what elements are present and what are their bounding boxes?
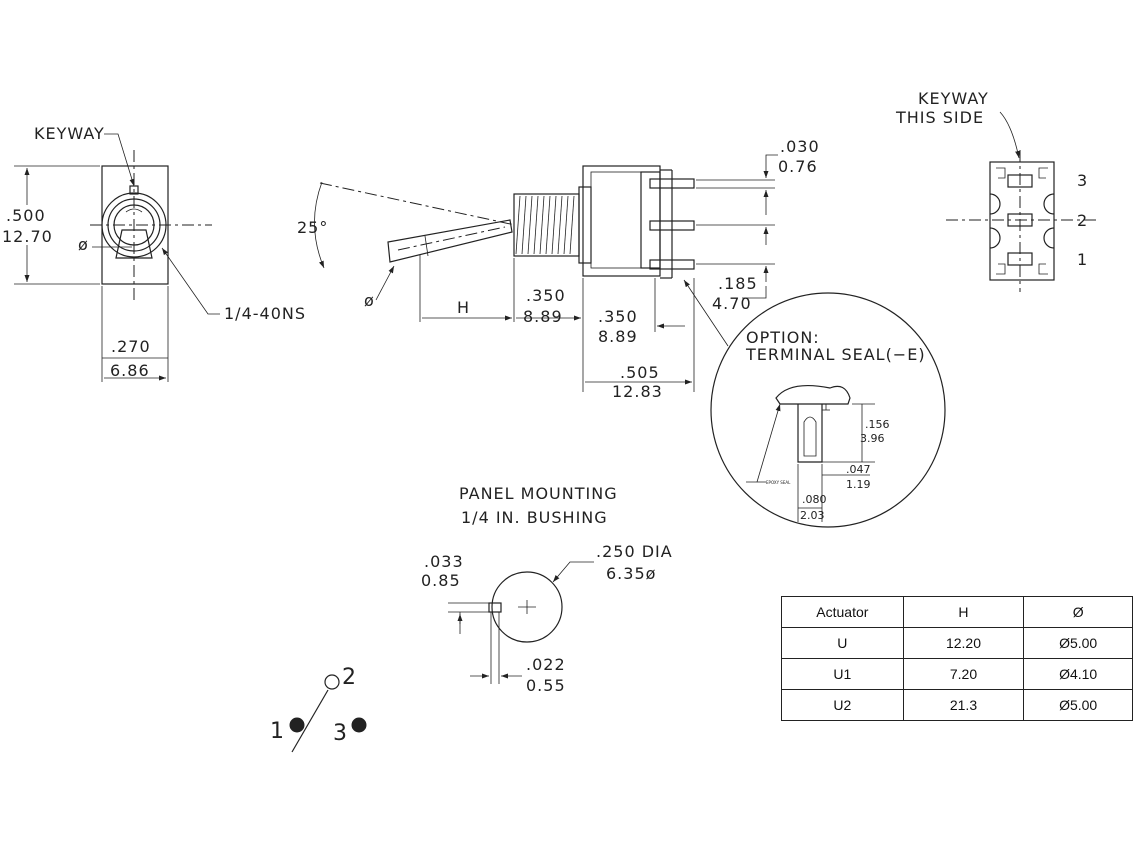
rear-pin-2: 2 [1077,211,1088,230]
rear-keyway-line1: KEYWAY [918,89,989,108]
terminal-spacing-in: .185 [718,274,758,293]
table-header: H [902,596,1025,628]
keyway-label: KEYWAY [34,124,105,143]
table-cell: 21.3 [902,689,1025,721]
table-header-row: Actuator H Ø [781,596,1133,628]
slot-width-mm: 0.55 [526,676,566,695]
case-length-mm: 8.89 [598,327,638,346]
table-cell: Ø5.00 [1023,627,1133,659]
table-cell: U2 [781,689,904,721]
schematic-label-2: 2 [342,665,356,690]
terminal-seal-detail: OPTION: TERMINAL SEAL(−E) .156 3.96 .047… [710,292,946,528]
front-height-mm: 12.70 [2,227,53,246]
table-cell: 12.20 [902,627,1025,659]
bushing-length-in: .350 [526,286,566,305]
seal-height-in: .156 [865,418,890,431]
keyway-width-in: .033 [424,552,464,571]
rear-keyway-line2: THIS SIDE [895,108,984,127]
table-header: Ø [1023,596,1133,628]
seal-thickness-in: .047 [846,463,871,476]
front-width-in: .270 [111,337,151,356]
front-width-mm: 6.86 [110,361,150,380]
keyway-width-mm: 0.85 [421,571,461,590]
side-view: 25° ø H .350 8.89 .3 [297,137,820,401]
front-diameter-symbol: ø [78,235,89,254]
bushing-length-mm: 8.89 [523,307,563,326]
front-height-in: .500 [6,206,46,225]
seal-title-line2: TERMINAL SEAL(−E) [745,345,926,364]
table-row: U 12.20 Ø5.00 [781,627,1133,659]
seal-title-line1: OPTION: [746,328,820,347]
table-row: U1 7.20 Ø4.10 [781,658,1133,690]
schematic-label-1: 1 [270,719,284,744]
side-diameter-symbol: ø [364,291,375,310]
rear-view: KEYWAY THIS SIDE 3 2 1 [895,89,1098,292]
schematic-label-3: 3 [333,721,347,746]
rear-pin-3: 3 [1077,171,1088,190]
lever-angle: 25° [297,218,328,237]
overall-length-in: .505 [620,363,660,382]
table-cell: Ø5.00 [1023,689,1133,721]
case-length-in: .350 [598,307,638,326]
rear-pin-1: 1 [1077,250,1088,269]
front-view: KEYWAY .500 12.70 ø 1/4-40NS .270 6.86 [2,124,306,382]
slot-width-in: .022 [526,655,566,674]
terminal-spacing-mm: 4.70 [712,294,752,313]
table-cell: 7.20 [902,658,1025,690]
table-cell: U1 [781,658,904,690]
table-cell: Ø4.10 [1023,658,1133,690]
h-dimension-label: H [457,298,470,317]
terminal-thickness-in: .030 [780,137,820,156]
table-cell: U [781,627,904,659]
terminal-thickness-mm: 0.76 [778,157,818,176]
seal-thickness-mm: 1.19 [846,478,871,491]
hole-diameter-in: .250 DIA [596,542,673,561]
panel-title-line1: PANEL MOUNTING [459,484,618,503]
seal-width-in: .080 [802,493,827,506]
panel-title-line2: 1/4 IN. BUSHING [461,508,608,527]
table-row: U2 21.3 Ø5.00 [781,689,1133,721]
overall-length-mm: 12.83 [612,382,663,401]
seal-width-mm: 2.03 [800,509,825,522]
switch-schematic: 1 2 3 [270,665,367,753]
seal-height-mm: 3.96 [860,432,885,445]
actuator-table: Actuator H Ø U 12.20 Ø5.00 U1 7.20 Ø4.10… [781,596,1133,721]
epoxy-seal-label: EPOXY SEAL [766,480,791,485]
hole-diameter-mm: 6.35ø [606,564,656,583]
panel-mounting: PANEL MOUNTING 1/4 IN. BUSHING .033 0.85… [421,484,673,695]
thread-spec: 1/4-40NS [224,304,306,323]
table-header: Actuator [781,596,904,628]
